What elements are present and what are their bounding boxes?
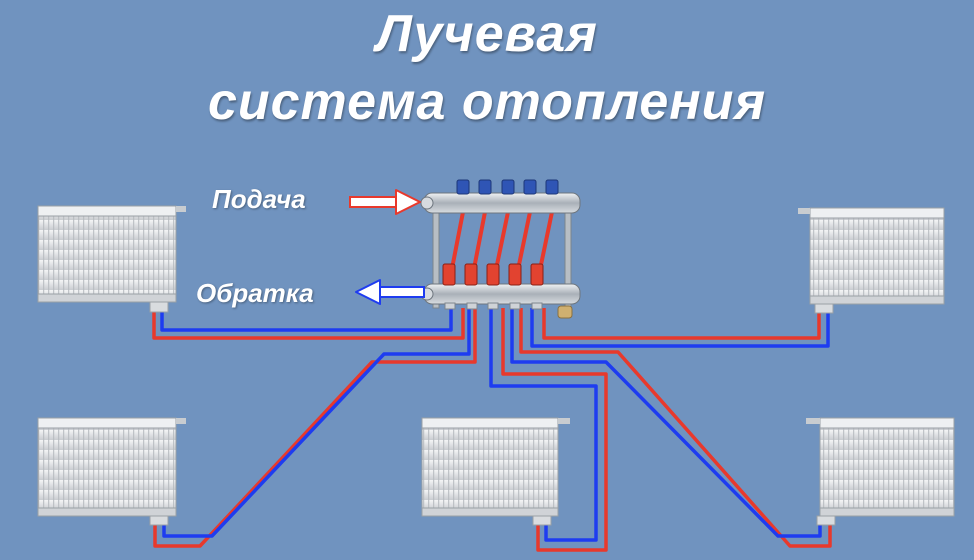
supply-arrow	[349, 189, 421, 215]
return-arrow	[355, 279, 425, 305]
return-pipe-bottom-center	[489, 308, 598, 542]
supply-pipe-bottom-right	[519, 308, 832, 548]
return-pipe-top-left	[160, 308, 453, 332]
supply-pipe-bottom-left	[153, 308, 477, 548]
manifold	[420, 179, 581, 319]
return-pipe-bottom-left	[162, 308, 471, 538]
supply-label: Подача	[212, 184, 306, 214]
radiator-bottom-left	[37, 417, 186, 526]
title-line-1: Лучевая	[376, 5, 598, 63]
radiator-bottom-center	[421, 417, 570, 526]
supply-pipe-top-right	[542, 308, 821, 340]
radiator-top-right	[798, 207, 945, 314]
return-pipe-bottom-right	[510, 308, 822, 538]
return-label: Обратка	[196, 278, 314, 308]
supply-pipe-bottom-center	[501, 308, 608, 552]
return-pipe-top-right	[530, 308, 830, 348]
radiator-bottom-right	[806, 417, 955, 526]
supply-pipe-top-left	[152, 308, 465, 340]
title-line-2: система отопления	[207, 73, 767, 131]
radiator-top-left	[37, 205, 186, 313]
